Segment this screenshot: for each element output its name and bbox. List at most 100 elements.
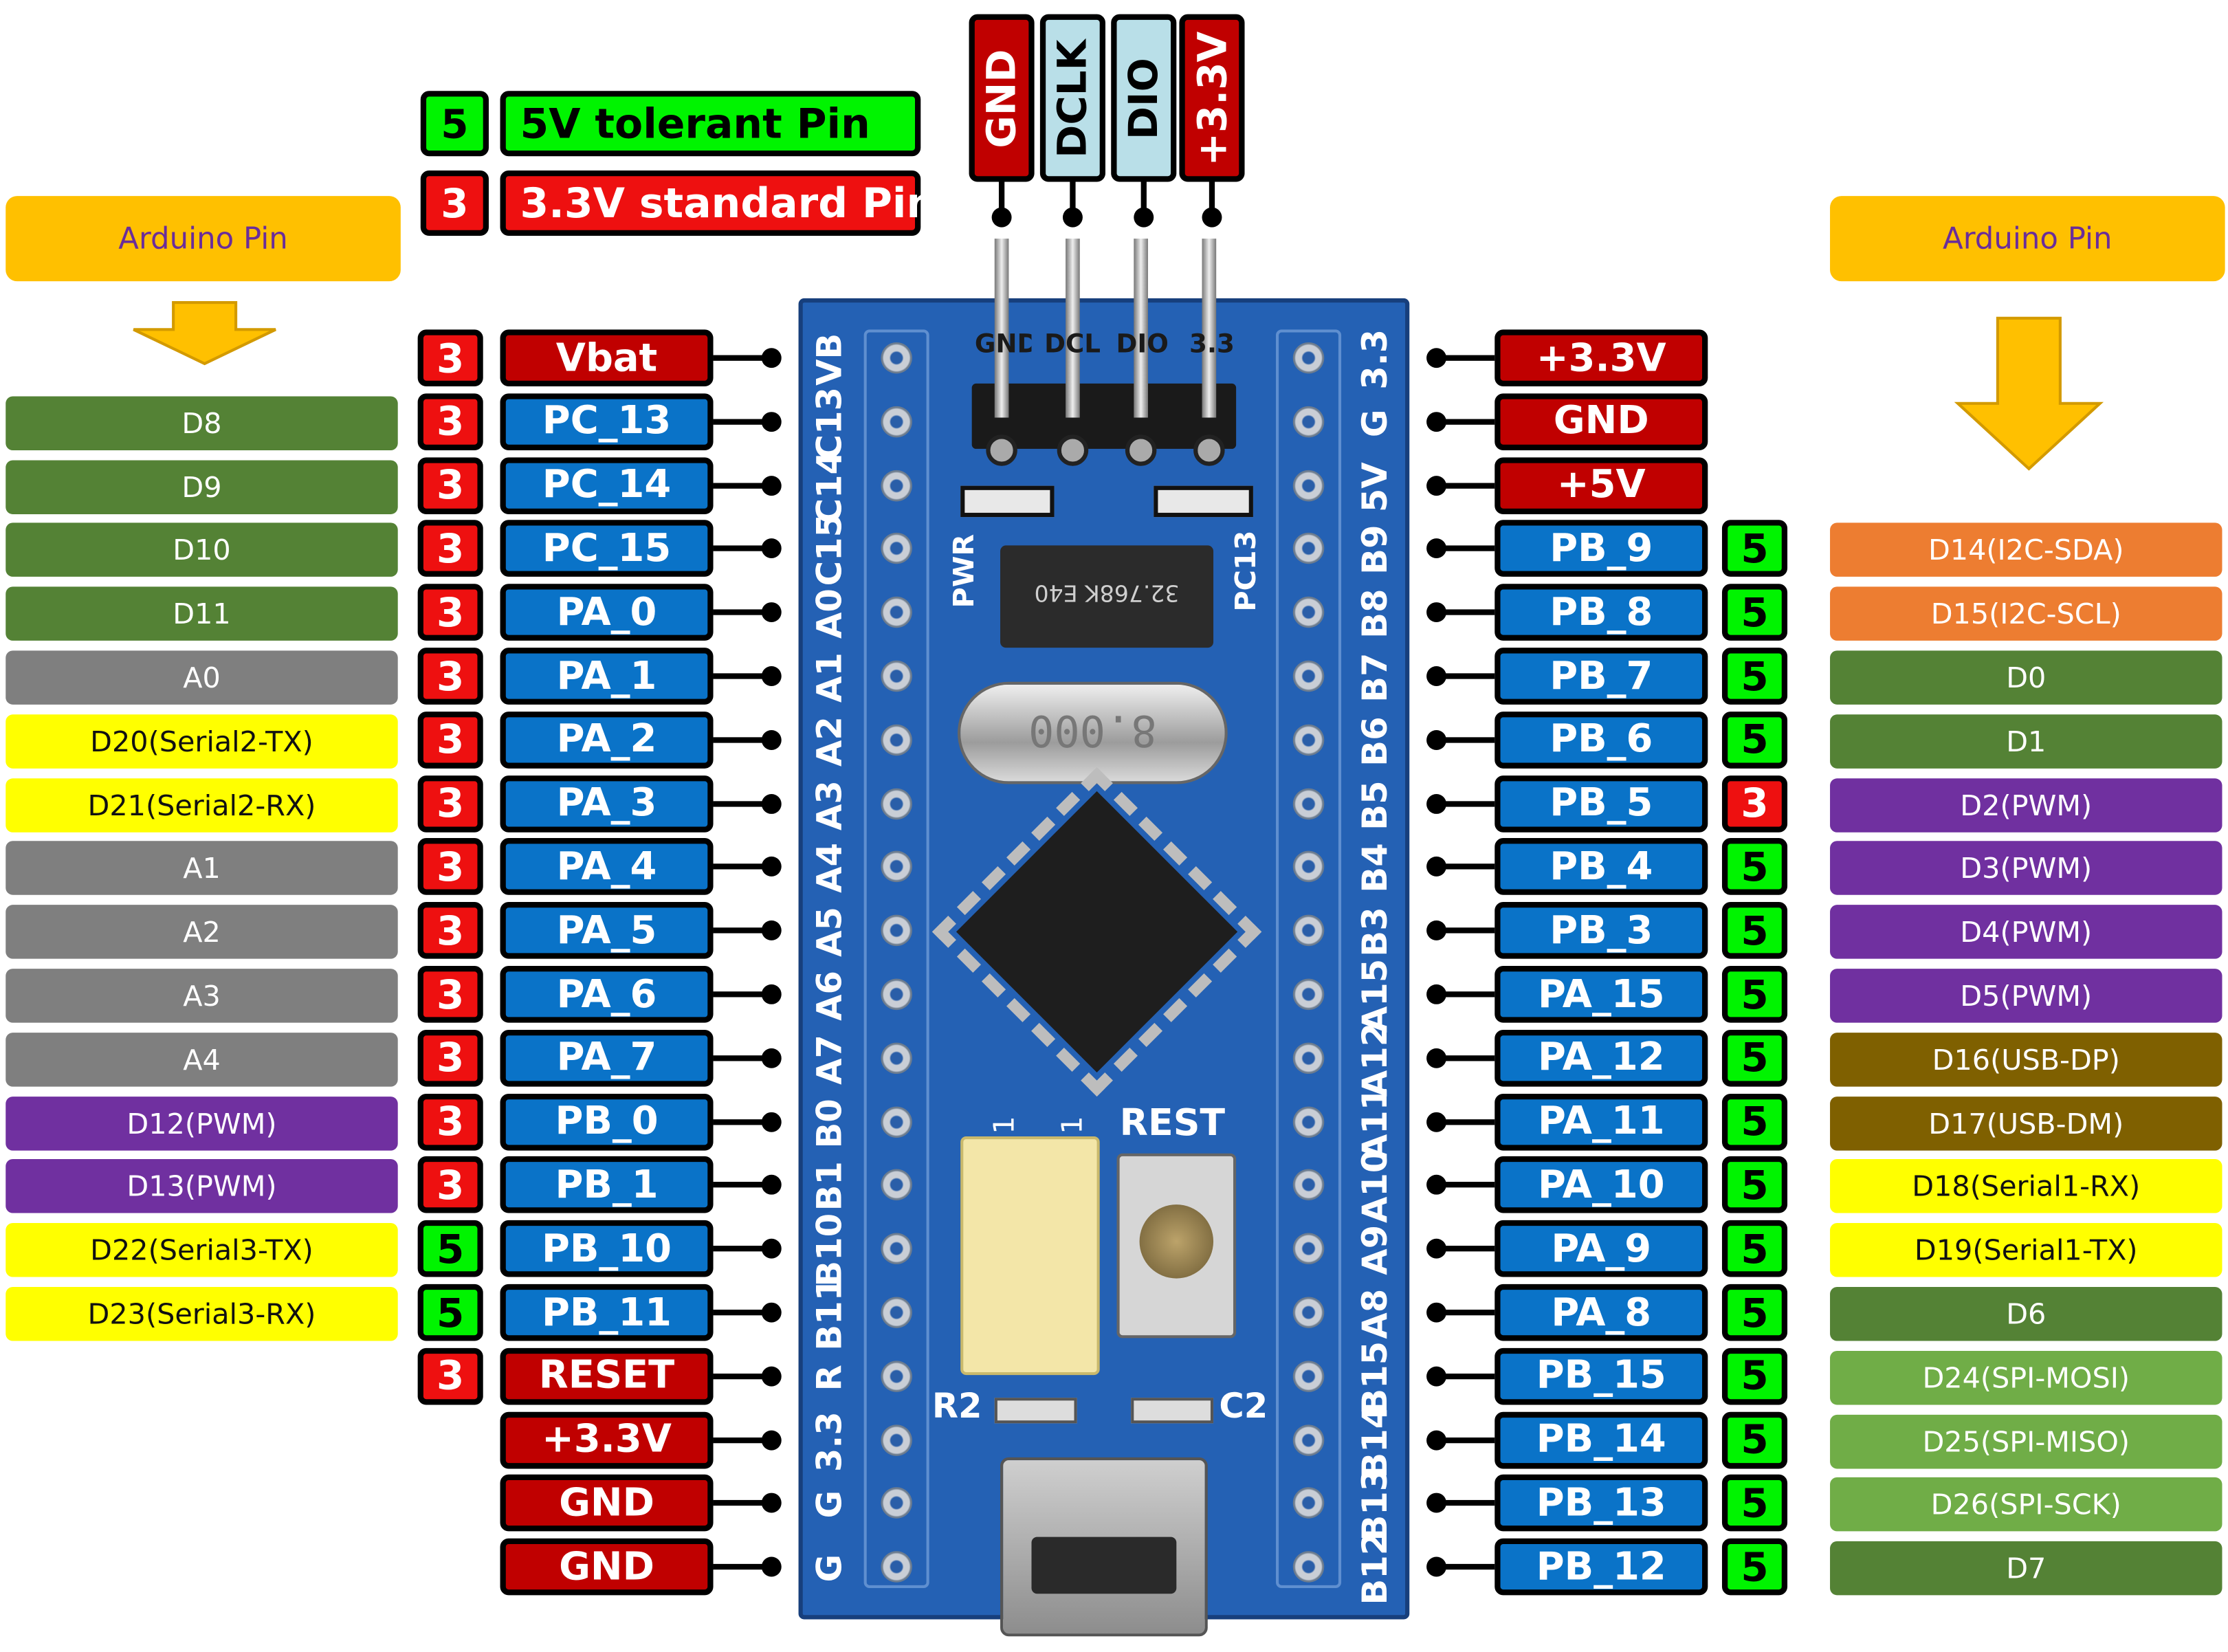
legend-tolerant-label: 5V tolerant Pin [500, 91, 921, 157]
left-pin-lead [713, 355, 771, 361]
right-pin-label: PB_15 [1494, 1347, 1708, 1405]
left-pin-silkscreen: B11 [810, 1277, 850, 1351]
left-pin-hole [881, 406, 912, 437]
right-pin-silkscreen: A8 [1355, 1288, 1396, 1339]
left-arduino-header: Arduino Pin [5, 196, 401, 282]
left-voltage-badge: 3 [417, 393, 483, 450]
right-voltage-badge: 5 [1721, 1220, 1788, 1277]
left-pin-hole [881, 1233, 912, 1265]
right-pin-silkscreen: A15 [1355, 958, 1396, 1033]
left-pin-lead [713, 991, 771, 998]
right-pin-lead [1437, 419, 1495, 425]
right-pin-hole [1292, 1105, 1325, 1138]
left-pin-dot [761, 857, 782, 877]
right-pin-lead [1437, 355, 1495, 361]
right-pin-label: GND [1494, 393, 1708, 450]
left-pin-label: PB_11 [500, 1284, 714, 1341]
left-pin-hole [881, 1551, 912, 1583]
left-pin-dot [761, 793, 782, 814]
left-pin-dot [761, 1556, 782, 1577]
right-pin-lead [1437, 1564, 1495, 1570]
right-pin-lead [1437, 927, 1495, 934]
right-arduino-label: D15(I2C-SCL) [1830, 586, 2223, 641]
right-pin-label: PB_7 [1494, 648, 1708, 705]
right-voltage-badge: 5 [1721, 838, 1788, 896]
left-pin-label: PB_0 [500, 1093, 714, 1150]
left-voltage-badge: 3 [417, 1029, 483, 1087]
right-voltage-badge: 3 [1721, 775, 1788, 832]
right-pin-silkscreen: B7 [1355, 652, 1396, 703]
right-pin-lead [1437, 1310, 1495, 1316]
right-arduino-label: D18(Serial1-RX) [1830, 1159, 2223, 1214]
left-arduino-label: D13(PWM) [5, 1159, 398, 1214]
crystal [958, 681, 1228, 784]
left-pin-dot [761, 411, 782, 432]
left-pin-dot [761, 1048, 782, 1068]
right-pin-hole [1292, 342, 1325, 374]
legend-standard-label: 3.3V standard Pin [500, 170, 936, 236]
left-pin-silkscreen: B10 [810, 1213, 850, 1288]
left-pin-lead [713, 1246, 771, 1252]
right-arduino-label: D26(SPI-SCK) [1830, 1477, 2223, 1532]
right-pin-label: PB_8 [1494, 584, 1708, 641]
right-arduino-label: D2(PWM) [1830, 778, 2223, 832]
left-arduino-label: A2 [5, 905, 398, 960]
left-voltage-badge: 5 [417, 1220, 483, 1277]
left-pin-lead [713, 864, 771, 870]
right-arduino-header: Arduino Pin [1830, 196, 2225, 282]
right-pin-lead [1437, 864, 1495, 870]
legend-standard-number: 3 [420, 170, 489, 236]
left-pin-dot [761, 1111, 782, 1132]
left-pin-hole [881, 1042, 912, 1074]
right-voltage-badge: 5 [1721, 1347, 1788, 1405]
left-voltage-badge: 3 [417, 520, 483, 577]
left-pin-label: PA_0 [500, 584, 714, 641]
left-pin-label: PA_7 [500, 1029, 714, 1087]
debug-header-block [971, 383, 1237, 449]
left-arduino-label: A4 [5, 1032, 398, 1087]
right-voltage-badge: 5 [1721, 584, 1788, 641]
right-pin-hole [1292, 406, 1325, 437]
left-voltage-badge: 3 [417, 775, 483, 832]
top-pin-gnd: GND [969, 14, 1035, 182]
micro-usb-port [1031, 1537, 1177, 1594]
left-pin-hole [881, 851, 912, 883]
right-arduino-label: D0 [1830, 650, 2223, 705]
right-pin-lead [1437, 482, 1495, 488]
c2-label: C2 [1219, 1386, 1268, 1427]
right-pin-silkscreen: B8 [1355, 588, 1396, 639]
left-pin-silkscreen: A7 [810, 1034, 850, 1085]
left-pin-dot [761, 1175, 782, 1196]
right-pin-lead [1437, 1373, 1495, 1379]
left-voltage-badge: 3 [417, 584, 483, 641]
right-pin-silkscreen: B6 [1355, 716, 1396, 767]
legend-tolerant-number: 5 [420, 91, 489, 157]
left-pin-dot [761, 538, 782, 559]
left-voltage-badge: 3 [417, 648, 483, 705]
left-pin-hole [881, 597, 912, 628]
left-pin-lead [713, 1055, 771, 1061]
left-arduino-label: D22(Serial3-TX) [5, 1223, 398, 1277]
r2-label: R2 [931, 1386, 982, 1427]
left-pin-lead [713, 1564, 771, 1570]
right-pin-hole [1292, 470, 1325, 501]
left-pin-lead [713, 1182, 771, 1189]
right-arduino-label: D16(USB-DP) [1830, 1032, 2223, 1087]
left-pin-label: +3.3V [500, 1411, 714, 1468]
left-pin-lead [713, 482, 771, 488]
left-pin-hole [881, 1297, 912, 1328]
right-down-arrow-icon [1954, 316, 2104, 471]
right-pin-lead [1437, 991, 1495, 998]
right-pin-lead [1437, 1119, 1495, 1125]
right-pin-label: PB_6 [1494, 711, 1708, 769]
left-pin-lead [713, 1373, 771, 1379]
left-pin-lead [713, 419, 771, 425]
jumper-label-2: 1 [1055, 1116, 1089, 1134]
left-arduino-label: D23(Serial3-RX) [5, 1286, 398, 1341]
right-pin-label: PB_3 [1494, 902, 1708, 960]
left-pin-dot [761, 475, 782, 496]
left-pin-hole [881, 342, 912, 374]
right-pin-silkscreen: B12 [1355, 1532, 1396, 1605]
jumper-label-1: 1 [986, 1116, 1021, 1134]
